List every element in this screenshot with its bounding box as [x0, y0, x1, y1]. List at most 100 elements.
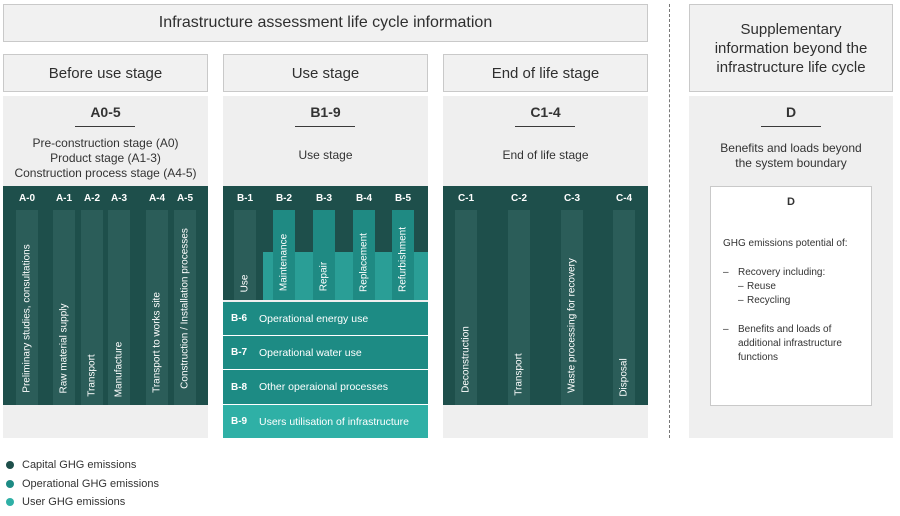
- supplementary-header-title: Supplementary information beyond the inf…: [714, 20, 868, 76]
- module-label-c4: Disposal: [618, 358, 630, 397]
- d-box-item-benefits: Benefits and loads of additional infrast…: [738, 323, 842, 365]
- module-col-a1: [53, 210, 75, 405]
- module-code-c3: C-3: [563, 193, 581, 204]
- module-label-c2: Transport: [513, 353, 525, 396]
- module-row-b9: B-9 Users utilisation of infrastructure: [223, 405, 428, 438]
- legend-dot-operational: [6, 480, 14, 488]
- module-col-b2: [273, 210, 295, 300]
- module-label-a3: Manufacture: [113, 341, 125, 398]
- stage-desc-before-line2: Product stage (A1-3): [50, 151, 161, 165]
- lifecycle-header-title: Infrastructure assessment life cycle inf…: [158, 14, 493, 31]
- d-box-dash-reuse: –: [738, 281, 744, 292]
- module-row-b6: B-6 Operational energy use: [223, 302, 428, 336]
- separator-dashed-line: [669, 4, 670, 438]
- module-code-b6: B-6: [231, 313, 248, 324]
- d-box-sub-recycling: Recycling: [747, 295, 791, 306]
- legend-dot-capital: [6, 461, 14, 469]
- legend-item-user: User GHG emissions: [6, 496, 125, 508]
- legend-item-capital: Capital GHG emissions: [6, 459, 136, 471]
- stage-code-underline-supp: [761, 126, 821, 127]
- module-col-a0: [16, 210, 38, 405]
- module-col-a5: [174, 210, 196, 405]
- legend-dot-user: [6, 498, 14, 506]
- legend-label-operational: Operational GHG emissions: [22, 478, 159, 490]
- module-col-b1: [234, 210, 256, 300]
- module-code-c1: C-1: [457, 193, 475, 204]
- d-box-dash-2: –: [723, 324, 729, 335]
- module-code-b3: B-3: [315, 193, 333, 204]
- stage-title-end: End of life stage: [491, 64, 600, 82]
- stage-desc-before: Pre-construction stage (A0) Product stag…: [3, 136, 208, 181]
- d-box-dash-1: –: [723, 267, 729, 278]
- module-row-b8: B-8 Other operaional processes: [223, 370, 428, 405]
- d-box-dash-recycling: –: [738, 295, 744, 306]
- module-label-a5: Construction / Installation processes: [179, 228, 191, 389]
- stage-desc-supp-line2: the system boundary: [735, 156, 847, 170]
- module-col-a4: [146, 210, 168, 405]
- module-code-c4: C-4: [615, 193, 633, 204]
- module-label-b3: Repair: [318, 261, 330, 292]
- d-box-item-benefits-line2: additional infrastructure: [738, 338, 842, 349]
- module-label-b2: Maintenance: [278, 233, 290, 292]
- d-box-intro: GHG emissions potential of:: [723, 238, 848, 249]
- stage-desc-before-line3: Construction process stage (A4-5): [14, 166, 197, 180]
- legend-label-user: User GHG emissions: [22, 496, 126, 508]
- d-box-item-recovery: Recovery including:: [738, 267, 826, 278]
- stage-code-underline-before: [75, 126, 135, 127]
- module-col-c2: [508, 210, 530, 405]
- d-box-item-benefits-line1: Benefits and loads of: [738, 324, 832, 335]
- stage-desc-use: Use stage: [298, 148, 353, 162]
- module-code-b8: B-8: [231, 381, 248, 393]
- module-col-c1: [455, 210, 477, 405]
- module-col-b4: [353, 210, 375, 300]
- module-row-b7: B-7 Operational water use: [223, 336, 428, 370]
- module-code-a3: A-3: [110, 193, 128, 204]
- module-label-b8: Other operaional processes: [259, 381, 388, 393]
- module-code-b9: B-9: [231, 416, 248, 427]
- legend-item-operational: Operational GHG emissions: [6, 478, 159, 490]
- module-code-a2: A-2: [83, 193, 101, 204]
- stage-title-before: Before use stage: [48, 64, 163, 82]
- module-code-b7: B-7: [231, 347, 248, 358]
- module-col-b3: [313, 210, 335, 300]
- module-code-b1: B-1: [236, 193, 254, 204]
- module-code-b2: B-2: [275, 193, 293, 204]
- module-col-b5: [392, 210, 414, 300]
- stage-code-underline-end: [515, 126, 575, 127]
- stage-header-before: Before use stage: [3, 54, 208, 92]
- stage-desc-end: End of life stage: [502, 148, 589, 162]
- stage-code-use: B1-9: [310, 104, 341, 120]
- stage-desc-supp: Benefits and loads beyond the system bou…: [689, 141, 893, 171]
- module-label-c1: Deconstruction: [460, 326, 472, 393]
- module-label-b5: Refurbishment: [397, 226, 409, 293]
- module-code-a0: A-0: [18, 193, 36, 204]
- module-col-a3: [108, 210, 130, 405]
- module-code-a1: A-1: [55, 193, 73, 204]
- module-label-a4: Transport to works site: [151, 292, 163, 393]
- module-code-a5: A-5: [176, 193, 194, 204]
- module-col-a2: [81, 210, 103, 405]
- stage-code-underline-use: [295, 126, 355, 127]
- module-label-b1: Use: [239, 274, 251, 293]
- d-box-code: D: [787, 196, 795, 208]
- legend-label-capital: Capital GHG emissions: [22, 459, 137, 471]
- stage-header-end: End of life stage: [443, 54, 648, 92]
- stage-code-end: C1-4: [530, 104, 561, 120]
- supplementary-header: Supplementary information beyond the inf…: [689, 4, 893, 92]
- stage-code-before: A0-5: [90, 104, 121, 120]
- stage-title-use: Use stage: [291, 64, 360, 82]
- lifecycle-header: Infrastructure assessment life cycle inf…: [3, 4, 648, 42]
- module-label-b7: Operational water use: [259, 346, 362, 359]
- module-col-c4: [613, 210, 635, 405]
- module-label-c3: Waste processing for recovery: [566, 258, 578, 393]
- module-label-b9: Users utilisation of infrastructure: [259, 415, 409, 428]
- module-label-a0: Preliminary studies, consultations: [21, 244, 33, 393]
- stage-code-supp: D: [785, 104, 797, 120]
- module-code-c2: C-2: [510, 193, 528, 204]
- module-label-b6: Operational energy use: [259, 312, 369, 325]
- stage-desc-before-line1: Pre-construction stage (A0): [32, 136, 179, 150]
- stage-desc-supp-line1: Benefits and loads beyond: [720, 141, 862, 155]
- module-code-a4: A-4: [148, 193, 166, 204]
- module-code-b4: B-4: [355, 193, 373, 204]
- module-label-a2: Transport: [86, 354, 98, 397]
